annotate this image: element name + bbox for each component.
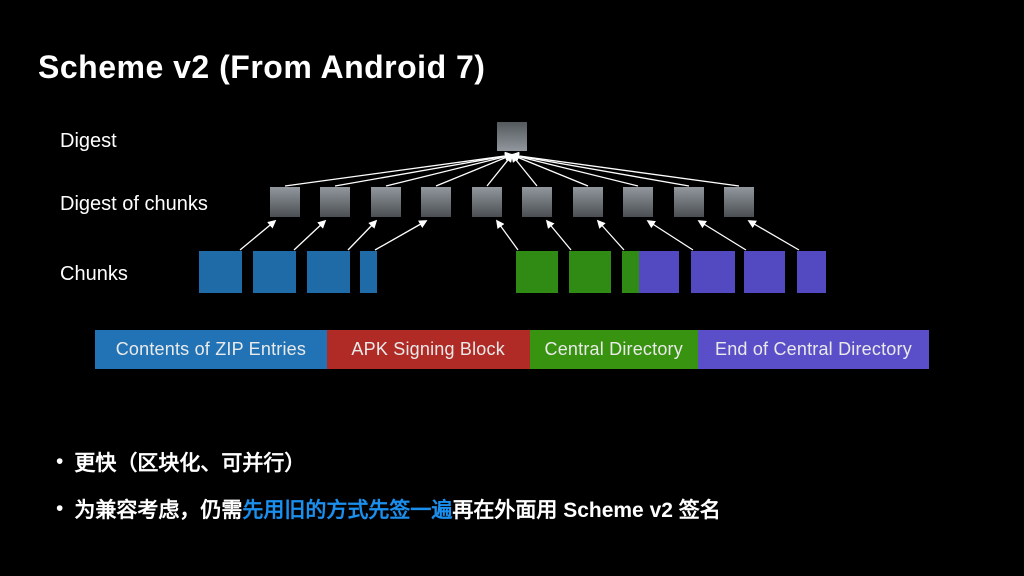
bullet-marker-icon: • bbox=[56, 450, 64, 473]
arrow bbox=[697, 220, 747, 251]
bullet-text: 为兼容考虑，仍需 bbox=[74, 499, 243, 522]
bar-segment-central-directory: Central Directory bbox=[529, 330, 698, 369]
digest-of-chunk-box bbox=[724, 187, 754, 217]
arrow bbox=[545, 219, 572, 251]
digest-of-chunk-box bbox=[623, 187, 653, 217]
slide-title: Scheme v2 (From Android 7) bbox=[38, 49, 486, 85]
digest-of-chunk-box bbox=[270, 187, 300, 217]
arrow bbox=[596, 219, 625, 251]
row-label-chunks: Chunks bbox=[60, 263, 128, 285]
arrow bbox=[385, 152, 514, 187]
chunk-box-blue bbox=[360, 251, 377, 293]
bullet-item: • 更快（区块化、可并行） bbox=[56, 447, 721, 477]
chunk-box-blue bbox=[199, 251, 242, 293]
digest-box bbox=[497, 122, 527, 151]
arrow bbox=[284, 151, 514, 187]
chunk-box-split-green bbox=[622, 251, 639, 293]
arrow bbox=[510, 152, 690, 187]
bar-segment-contents-of-zip-entries: Contents of ZIP Entries bbox=[95, 330, 327, 369]
chunk-box-purple bbox=[691, 251, 735, 293]
digest-of-chunk-box bbox=[371, 187, 401, 217]
bullet-text: 更快（区块化、可并行） bbox=[74, 452, 306, 475]
arrow bbox=[510, 152, 639, 187]
chunk-box-green bbox=[516, 251, 558, 293]
row-label-digest: Digest bbox=[60, 130, 117, 152]
digest-of-chunk-box bbox=[522, 187, 552, 217]
chunk-box-blue bbox=[253, 251, 296, 293]
digest-of-chunk-box bbox=[573, 187, 603, 217]
digest-of-chunk-box bbox=[320, 187, 350, 217]
bullet-list: • 更快（区块化、可并行） • 为兼容考虑，仍需先用旧的方式先签一遍再在外面用 Sch… bbox=[56, 447, 721, 541]
bullet-marker-icon: • bbox=[56, 497, 64, 520]
arrow bbox=[510, 151, 740, 187]
chunk-box-green bbox=[569, 251, 611, 293]
arrow bbox=[239, 219, 277, 251]
arrow bbox=[347, 219, 378, 251]
chunk-box-blue bbox=[307, 251, 350, 293]
arrow bbox=[646, 220, 694, 251]
chunk-box-purple bbox=[744, 251, 785, 293]
digest-of-chunk-box bbox=[472, 187, 502, 217]
bar-segment-apk-signing-block: APK Signing Block bbox=[326, 330, 530, 369]
arrow bbox=[486, 153, 514, 187]
arrow bbox=[747, 220, 800, 251]
bullet-text-highlighted: 先用旧的方式先签一遍 bbox=[242, 499, 453, 522]
arrow bbox=[334, 152, 514, 187]
bar-segment-end-of-central-directory: End of Central Directory bbox=[697, 330, 929, 369]
bullet-text: 再在外面用 Scheme v2 签名 bbox=[452, 499, 721, 522]
chunk-box-split-purple bbox=[639, 251, 679, 293]
arrow bbox=[374, 220, 428, 251]
arrow bbox=[293, 219, 327, 251]
arrow bbox=[435, 153, 514, 187]
digest-of-chunk-box bbox=[674, 187, 704, 217]
chunk-box-purple bbox=[797, 251, 826, 293]
arrow bbox=[496, 219, 519, 251]
digest-of-chunk-box bbox=[421, 187, 451, 217]
bullet-item: • 为兼容考虑，仍需先用旧的方式先签一遍再在外面用 Scheme v2 签名 bbox=[56, 494, 721, 524]
arrow bbox=[510, 153, 589, 187]
row-label-digest-of-chunks: Digest of chunks bbox=[60, 193, 208, 215]
